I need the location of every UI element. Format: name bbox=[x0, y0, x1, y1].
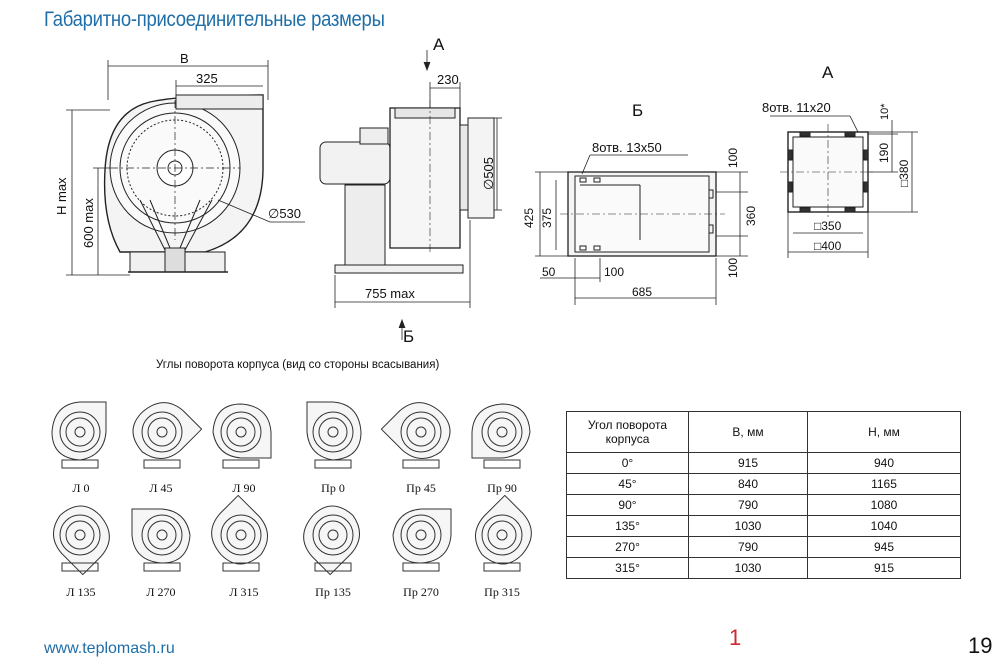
dim-b: B bbox=[180, 51, 189, 66]
dim-d530: ∅530 bbox=[268, 206, 301, 221]
table-cell: 1080 bbox=[807, 494, 961, 516]
table-header-cell: B, мм bbox=[688, 411, 808, 453]
flange-view bbox=[780, 124, 876, 220]
dim-755: 755 max bbox=[365, 286, 415, 301]
dim-400: □400 bbox=[814, 239, 842, 253]
front-view-fan bbox=[103, 94, 264, 273]
dim-325: 325 bbox=[196, 71, 218, 86]
dim-190: 190 bbox=[877, 143, 891, 163]
dim-hmax: H max bbox=[54, 177, 69, 215]
dim-350: □350 bbox=[814, 219, 842, 233]
footer-mark: 1 bbox=[729, 625, 742, 650]
fan-rotation-thumbnail bbox=[471, 403, 531, 469]
dim-600: 600 max bbox=[81, 198, 96, 248]
page-title: Габаритно-присоединительные размеры bbox=[44, 8, 385, 31]
table-header-cell: H, мм bbox=[807, 411, 961, 453]
table-cell: 45° bbox=[566, 473, 689, 495]
rotation-label: Л 270 bbox=[146, 585, 176, 599]
website-link[interactable]: www.teplomash.ru bbox=[44, 640, 175, 657]
table-cell: 840 bbox=[688, 473, 808, 495]
rotation-label: Л 45 bbox=[149, 481, 173, 495]
rotation-label: Пр 315 bbox=[484, 585, 520, 599]
rotation-label: Пр 90 bbox=[487, 481, 517, 495]
table-cell: 135° bbox=[566, 515, 689, 537]
side-view-fan bbox=[319, 100, 495, 274]
fan-rotation-thumbnail bbox=[131, 508, 191, 572]
rotation-label: Л 0 bbox=[72, 481, 90, 495]
dim-685: 685 bbox=[632, 285, 652, 299]
base-view bbox=[560, 171, 725, 257]
dim-375: 375 bbox=[540, 208, 554, 228]
dim-100-bottom: 100 bbox=[726, 258, 740, 278]
table-cell: 90° bbox=[566, 494, 689, 516]
rotation-label: Пр 135 bbox=[315, 585, 351, 599]
dim-425: 425 bbox=[522, 208, 536, 228]
dim-10: 10* bbox=[879, 103, 891, 120]
view-a-marker: А bbox=[433, 35, 445, 54]
fan-rotation-thumbnail bbox=[211, 494, 269, 572]
table-cell: 915 bbox=[807, 557, 961, 579]
dim-100: 100 bbox=[604, 265, 624, 279]
flange-holes-label: 8отв. 11x20 bbox=[762, 100, 831, 115]
dim-230: 230 bbox=[437, 72, 459, 87]
table-cell: 915 bbox=[688, 452, 808, 474]
rotation-label: Пр 0 bbox=[321, 481, 345, 495]
view-b-title: Б bbox=[632, 101, 643, 120]
table-cell: 270° bbox=[566, 536, 689, 558]
table-cell: 790 bbox=[688, 494, 808, 516]
rotation-label: Л 90 bbox=[232, 481, 256, 495]
fan-rotation-thumbnail bbox=[132, 402, 203, 469]
base-holes-label: 8отв. 13x50 bbox=[592, 140, 662, 155]
dim-50: 50 bbox=[542, 265, 556, 279]
fan-rotation-thumbnail bbox=[474, 494, 532, 572]
table-cell: 1030 bbox=[688, 515, 808, 537]
dim-d505: ∅505 bbox=[481, 157, 496, 190]
view-a-title: А bbox=[822, 63, 834, 82]
table-header-cell: Угол поворота корпуса bbox=[566, 411, 689, 453]
table-cell: 0° bbox=[566, 452, 689, 474]
table-cell: 945 bbox=[807, 536, 961, 558]
fan-rotation-thumbnail bbox=[392, 508, 452, 572]
rotation-label: Пр 270 bbox=[403, 585, 439, 599]
rotation-label: Пр 45 bbox=[406, 481, 436, 495]
rotation-label: Л 315 bbox=[229, 585, 259, 599]
table-cell: 315° bbox=[566, 557, 689, 579]
rotation-thumbnails bbox=[51, 401, 532, 576]
dim-360: 360 bbox=[744, 206, 758, 226]
dim-380: □380 bbox=[897, 159, 911, 187]
fan-rotation-thumbnail bbox=[52, 505, 110, 576]
rotation-caption: Углы поворота корпуса (вид со стороны вс… bbox=[156, 359, 440, 371]
table-header-row: Угол поворота корпуса B, мм H, мм bbox=[566, 411, 961, 453]
fan-rotation-thumbnail bbox=[380, 402, 451, 469]
table-cell: 1040 bbox=[807, 515, 961, 537]
rotation-label: Л 135 bbox=[66, 585, 96, 599]
fan-rotation-thumbnail bbox=[212, 403, 272, 469]
table-cell: 790 bbox=[688, 536, 808, 558]
dim-100-top: 100 bbox=[726, 148, 740, 168]
fan-rotation-thumbnail bbox=[306, 401, 362, 469]
fan-rotation-thumbnail bbox=[51, 401, 107, 469]
table-cell: 1030 bbox=[688, 557, 808, 579]
table-cell: 1165 bbox=[807, 473, 961, 495]
page-number: 19 bbox=[968, 633, 993, 658]
view-b-marker: Б bbox=[403, 327, 414, 346]
table-cell: 940 bbox=[807, 452, 961, 474]
fan-rotation-thumbnail bbox=[303, 505, 361, 576]
